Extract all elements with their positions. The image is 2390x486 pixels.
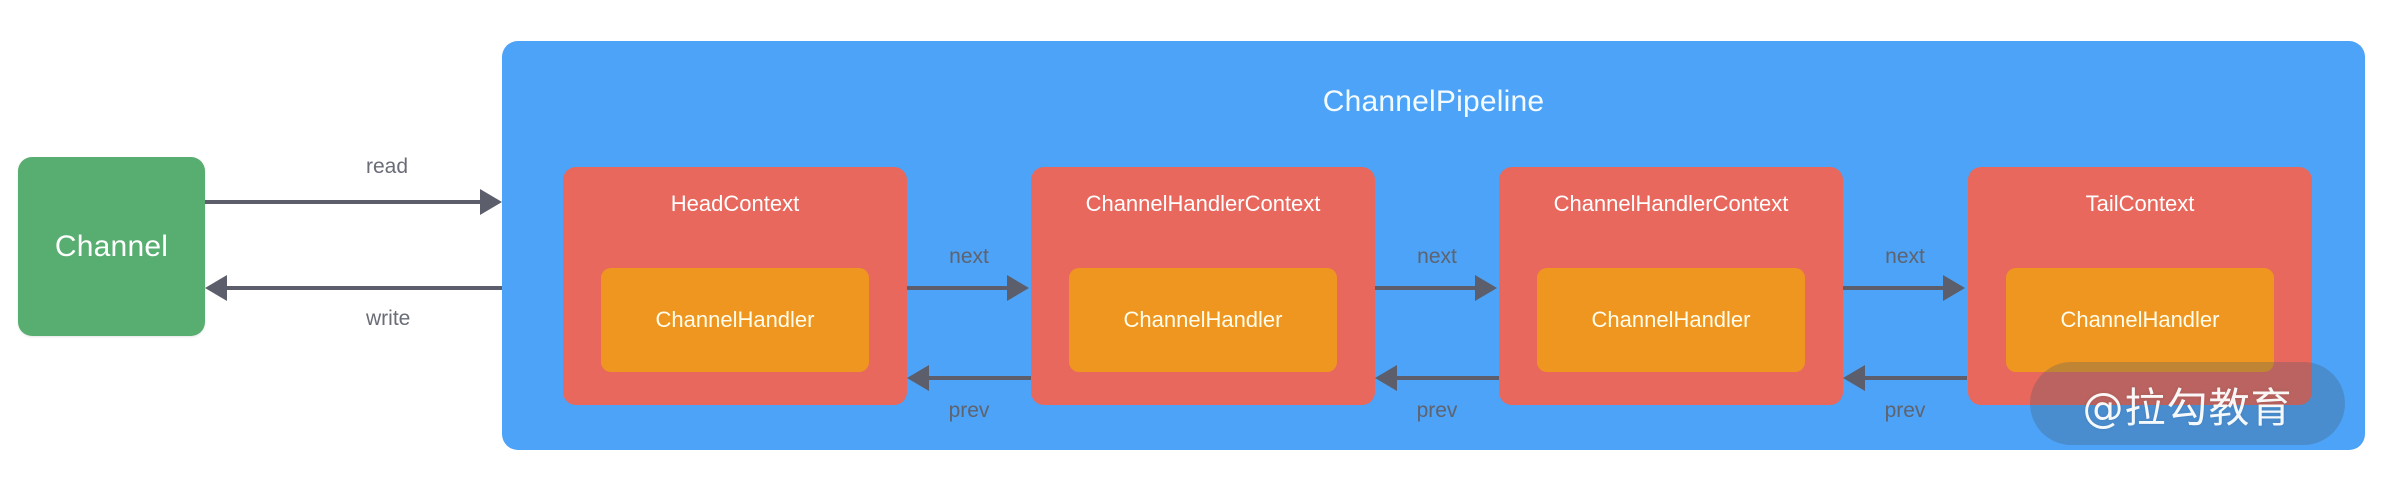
context-title: HeadContext: [670, 191, 800, 216]
next-label: next: [949, 245, 989, 268]
prev-arrow-head-icon: [1375, 365, 1397, 391]
prev-arrow-head-icon: [907, 365, 929, 391]
write-arrow-head-icon: [205, 275, 227, 301]
channel-pipeline-panel[interactable]: ChannelPipeline HeadContext ChannelHandl…: [502, 41, 2365, 450]
write-arrow-line: [227, 286, 502, 290]
next-arrow-line: [1375, 286, 1477, 290]
channel-handler-node[interactable]: ChannelHandler: [2006, 268, 2274, 372]
prev-arrow-line: [1865, 376, 1967, 380]
next-arrow-line: [1843, 286, 1945, 290]
channel-handler-node[interactable]: ChannelHandler: [1537, 268, 1805, 372]
context-title: ChannelHandlerContext: [1553, 191, 1789, 216]
pipeline-title: ChannelPipeline: [1322, 85, 1545, 118]
channel-label: Channel: [54, 229, 169, 263]
prev-arrow-head-icon: [1843, 365, 1865, 391]
next-arrow-head-icon: [1007, 275, 1029, 301]
context-node-2[interactable]: ChannelHandlerContext ChannelHandler: [1031, 167, 1375, 405]
next-arrow-head-icon: [1475, 275, 1497, 301]
next-label: next: [1417, 245, 1457, 268]
channel-handler-label: ChannelHandler: [655, 307, 815, 332]
watermark: @拉勾教育: [2030, 362, 2345, 445]
context-title: ChannelHandlerContext: [1085, 191, 1321, 216]
link-group-3: next prev: [1843, 167, 1967, 422]
prev-arrow-line: [929, 376, 1031, 380]
channel-node[interactable]: Channel: [18, 157, 205, 336]
link-group-2: next prev: [1375, 167, 1499, 422]
context-node-tail[interactable]: TailContext ChannelHandler: [1968, 167, 2312, 405]
next-arrow-line: [907, 286, 1009, 290]
link-group-1: next prev: [907, 167, 1031, 422]
next-label: next: [1885, 245, 1925, 268]
context-node-3[interactable]: ChannelHandlerContext ChannelHandler: [1499, 167, 1843, 405]
read-arrow-head-icon: [480, 189, 502, 215]
write-label: write: [366, 307, 411, 330]
context-node-head[interactable]: HeadContext ChannelHandler: [563, 167, 907, 405]
prev-arrow-line: [1397, 376, 1499, 380]
read-label: read: [366, 155, 409, 178]
channel-handler-label: ChannelHandler: [2060, 307, 2220, 332]
channel-handler-label: ChannelHandler: [1591, 307, 1751, 332]
read-arrow-line: [205, 200, 480, 204]
channel-handler-node[interactable]: ChannelHandler: [601, 268, 869, 372]
channel-handler-node[interactable]: ChannelHandler: [1069, 268, 1337, 372]
prev-label: prev: [948, 399, 990, 422]
watermark-text: @拉勾教育: [2082, 383, 2293, 432]
next-arrow-head-icon: [1943, 275, 1965, 301]
context-title: TailContext: [2085, 191, 2195, 216]
prev-label: prev: [1884, 399, 1926, 422]
prev-label: prev: [1416, 399, 1458, 422]
channel-handler-label: ChannelHandler: [1123, 307, 1283, 332]
